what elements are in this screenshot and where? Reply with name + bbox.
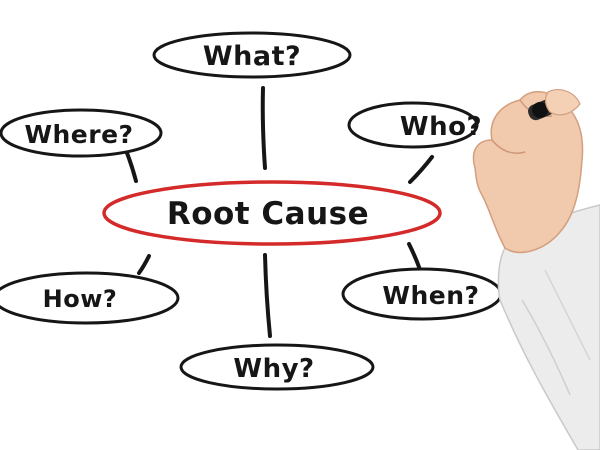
label-who: Who? <box>400 112 482 142</box>
root-cause-ellipse <box>102 180 442 246</box>
label-where: Where? <box>24 120 133 149</box>
connector-why <box>263 253 272 338</box>
sleeve-fold <box>521 299 571 396</box>
label-why: Why? <box>233 354 314 384</box>
connector-who <box>408 155 434 184</box>
label-root-cause: Root Cause <box>167 196 369 232</box>
hand-with-marker-icon <box>472 89 600 450</box>
marker-tip <box>532 102 548 118</box>
knuckle-line <box>491 139 526 154</box>
bubble-where <box>0 108 163 158</box>
bubble-why <box>179 343 375 391</box>
label-when: When? <box>382 281 479 310</box>
connector-when <box>407 242 421 269</box>
hand <box>472 91 584 254</box>
bubble-who <box>347 101 479 149</box>
connectors <box>125 86 434 338</box>
question-bubbles <box>0 31 503 391</box>
label-how: How? <box>43 285 118 313</box>
bubble-what <box>152 31 352 79</box>
fingertip <box>544 89 581 116</box>
sleeve-fold <box>544 269 591 361</box>
label-what: What? <box>203 41 301 72</box>
connector-where <box>125 151 138 183</box>
bubble-how <box>0 271 180 325</box>
connector-what <box>260 86 267 170</box>
connector-how <box>137 254 151 275</box>
